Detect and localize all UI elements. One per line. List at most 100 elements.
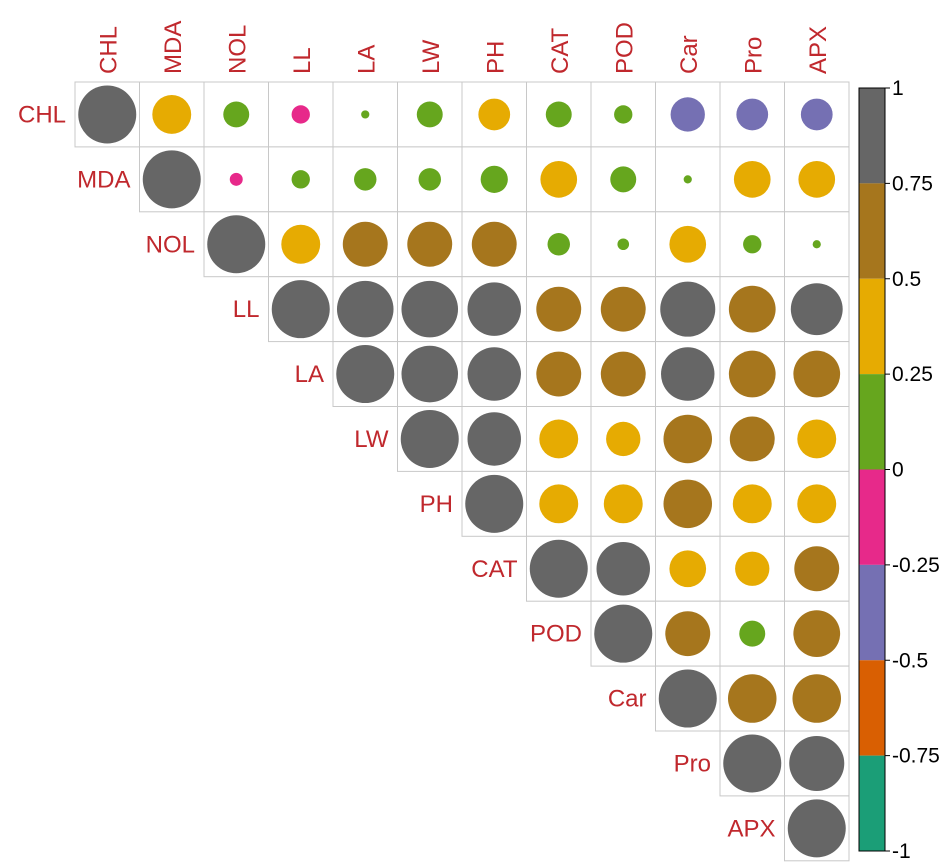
correlation-circle-cat-apx (794, 546, 840, 592)
correlation-circle-la-ph (467, 347, 521, 401)
column-label-mda: MDA (160, 21, 187, 74)
correlation-circle-nol-ll (281, 224, 321, 264)
correlation-circle-ph-pro (732, 484, 772, 524)
colorbar-tick-label: 1 (892, 77, 904, 100)
matrix-cell (526, 81, 592, 148)
correlation-circle-chl-car (670, 97, 705, 132)
correlation-circle-chl-lw (416, 101, 443, 128)
correlation-circle-mda-apx (798, 161, 836, 198)
colorbar-segment (859, 564, 885, 661)
correlation-circle-ph-apx (797, 484, 837, 524)
row-label-nol: NOL (146, 231, 195, 258)
column-label-la: LA (353, 45, 380, 74)
correlation-circle-la-pod (600, 351, 646, 397)
correlation-circle-car-pro (727, 674, 777, 723)
row-label-ph: PH (420, 491, 453, 518)
column-label-cat: CAT (547, 27, 574, 74)
column-label-ll: LL (289, 47, 316, 74)
column-label-ph: PH (482, 41, 509, 74)
correlation-circle-car-car (658, 669, 717, 728)
correlation-circle-nol-car (669, 225, 707, 263)
column-label-nol: NOL (224, 25, 251, 74)
correlation-circle-chl-mda (152, 95, 192, 134)
column-label-pro: Pro (740, 37, 767, 74)
correlation-circle-ll-lw (401, 280, 459, 338)
correlation-circle-la-car (661, 347, 715, 401)
correlation-circle-mda-pro (733, 161, 771, 198)
row-label-apx: APX (727, 815, 775, 842)
correlation-circle-la-pro (728, 350, 776, 398)
correlation-circle-ll-ll (271, 280, 330, 339)
colorbar-segment (859, 278, 885, 375)
correlation-circle-pro-apx (789, 735, 845, 791)
correlation-circle-pod-pod (594, 604, 653, 663)
column-label-apx: APX (805, 26, 832, 74)
correlation-circle-la-apx (793, 350, 841, 398)
correlation-circle-lw-pro (729, 416, 775, 462)
colorbar-tick-label: -1 (892, 840, 911, 863)
column-label-car: Car (676, 35, 703, 74)
correlation-circle-nol-cat (547, 233, 570, 256)
correlation-circle-nol-ph (471, 221, 517, 267)
correlation-circle-mda-la (354, 168, 377, 191)
correlation-circle-chl-apx (800, 98, 833, 131)
colorbar-tick-label: 0.75 (892, 172, 933, 195)
colorbar-segment (859, 183, 885, 279)
correlation-circle-mda-lw (418, 168, 441, 191)
row-label-car: Car (608, 686, 647, 713)
correlation-circle-car-apx (792, 674, 842, 723)
correlation-circle-mda-nol (229, 172, 243, 186)
row-label-la: LA (295, 361, 324, 388)
correlation-circle-lw-pod (606, 421, 641, 457)
correlation-circle-ll-apx (790, 283, 843, 336)
column-label-pod: POD (611, 22, 638, 74)
correlation-circle-lw-cat (539, 419, 579, 459)
colorbar-tick-label: -0.75 (892, 745, 940, 768)
colorbar-tick-label: 0.25 (892, 363, 933, 386)
correlation-circle-ll-la (336, 280, 394, 338)
correlation-circle-chl-chl (78, 85, 137, 144)
row-label-ll: LL (233, 296, 260, 323)
correlation-circle-ll-pod (600, 286, 646, 332)
correlation-circle-nol-lw (407, 221, 453, 267)
correlation-circle-ll-cat (536, 286, 582, 332)
correlation-circle-pod-pro (739, 620, 766, 647)
correlation-circle-mda-cat (540, 161, 578, 198)
correlation-circle-nol-pod (617, 238, 630, 251)
colorbar-segment (859, 374, 885, 470)
colorbar-tick-label: -0.5 (892, 649, 928, 672)
correlation-circle-cat-pod (596, 542, 650, 596)
correlation-circles (78, 85, 846, 858)
correlation-circle-apx-apx (787, 799, 846, 858)
correlation-circle-la-lw (401, 345, 459, 403)
correlation-circle-chl-pod (614, 105, 633, 124)
correlation-circle-mda-pod (610, 166, 637, 193)
correlation-circle-mda-car (683, 175, 692, 184)
correlation-circle-chl-cat (545, 101, 572, 128)
matrix-cell (719, 146, 785, 213)
correlation-circle-mda-ph (480, 165, 508, 193)
correlation-circle-chl-ph (478, 98, 511, 131)
correlation-circle-chl-ll (291, 105, 310, 124)
correlation-circle-ph-car (663, 479, 713, 529)
correlation-circle-mda-ll (291, 170, 310, 189)
correlation-circle-ll-pro (728, 285, 776, 333)
correlation-circle-lw-lw (400, 409, 459, 468)
correlation-circle-pro-pro (723, 734, 782, 793)
colorbar-segment (859, 755, 885, 851)
colorbar-segment (859, 469, 885, 565)
correlation-circle-pod-apx (793, 610, 841, 658)
correlation-circle-chl-nol (223, 101, 250, 128)
correlation-circle-la-cat (536, 351, 582, 397)
correlation-circle-nol-la (342, 221, 388, 267)
correlation-circle-chl-la (361, 110, 370, 119)
row-label-pro: Pro (674, 750, 711, 777)
correlation-circle-chl-pro (736, 98, 769, 131)
column-label-chl: CHL (95, 26, 122, 74)
colorbar-tick-label: -0.25 (892, 554, 940, 577)
row-label-chl: CHL (18, 101, 66, 128)
matrix-cell (203, 146, 269, 213)
